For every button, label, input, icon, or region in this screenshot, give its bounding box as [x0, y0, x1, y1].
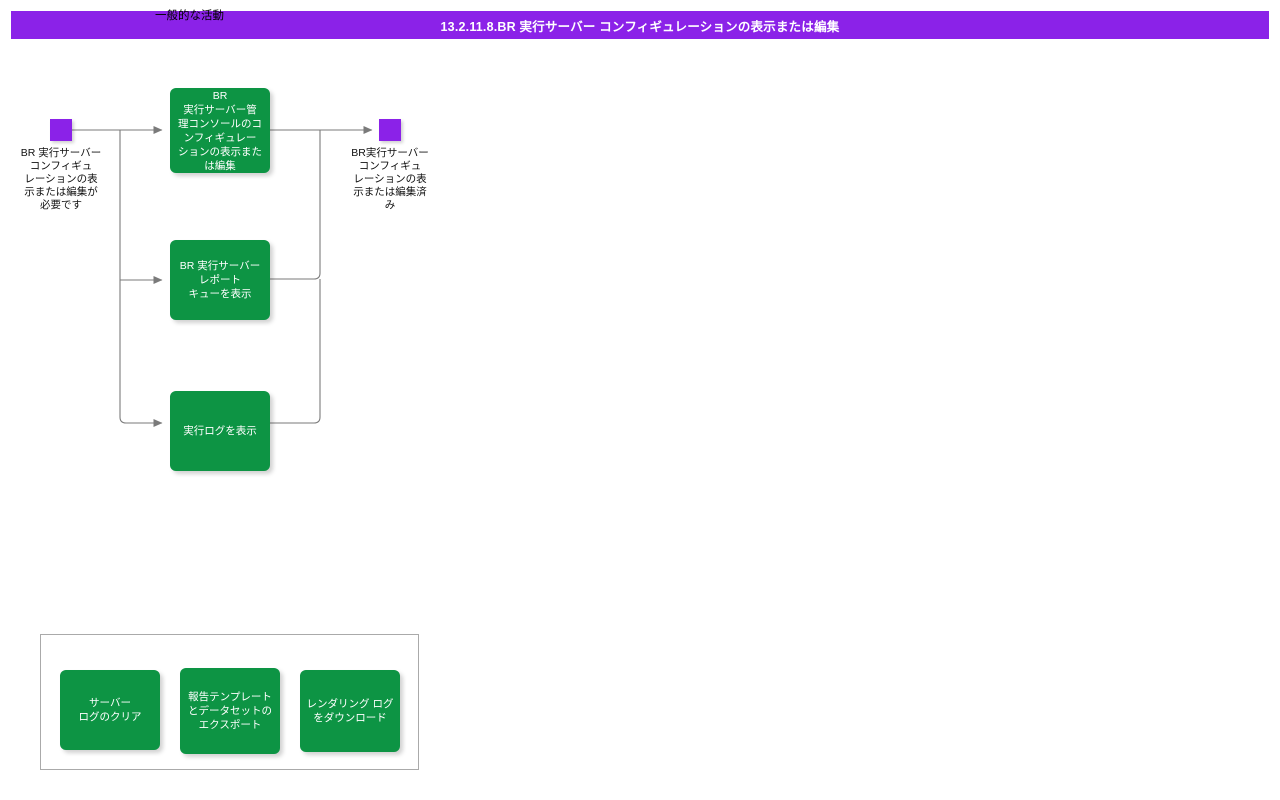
common-activity-clear-server-log[interactable]: サーバー ログのクリア: [60, 670, 160, 750]
end-node-label: BR実行サーバー コンフィギュ レーションの表 示または編集済 み: [351, 147, 429, 211]
activity-step-3[interactable]: 実行ログを表示: [170, 391, 270, 471]
terminal-square-icon: [50, 119, 72, 141]
common-activity-download-rendering-log[interactable]: レンダリング ログ をダウンロード: [300, 670, 400, 752]
page-title: 13.2.11.8.BR 実行サーバー コンフィギュレーションの表示または編集: [440, 19, 840, 34]
edge-trunk-to-step-3: [119, 280, 163, 427]
edge-step-2-to-trunk: [270, 130, 321, 280]
end-terminal-node[interactable]: BR実行サーバー コンフィギュ レーションの表 示または編集済 み: [351, 119, 429, 211]
terminal-square-icon: [379, 119, 401, 141]
activity-step-2[interactable]: BR 実行サーバー レポート キューを表示: [170, 240, 270, 320]
common-activity-export-templates-datasets[interactable]: 報告テンプレート とデータセットの エクスポート: [180, 668, 280, 754]
edge-step-3-to-trunk: [270, 279, 321, 424]
window-title-bar: 13.2.11.8.BR 実行サーバー コンフィギュレーションの表示または編集: [11, 11, 1269, 39]
start-node-label: BR 実行サーバー コンフィギュ レーションの表 示または編集が 必要です: [20, 147, 102, 211]
activity-step-1[interactable]: BR 実行サーバー管 理コンソールのコ ンフィギュレー ションの表示また は編集: [170, 88, 270, 173]
common-activities-title: 一般的な活動: [155, 10, 224, 22]
start-terminal-node[interactable]: BR 実行サーバー コンフィギュ レーションの表 示または編集が 必要です: [21, 119, 101, 211]
